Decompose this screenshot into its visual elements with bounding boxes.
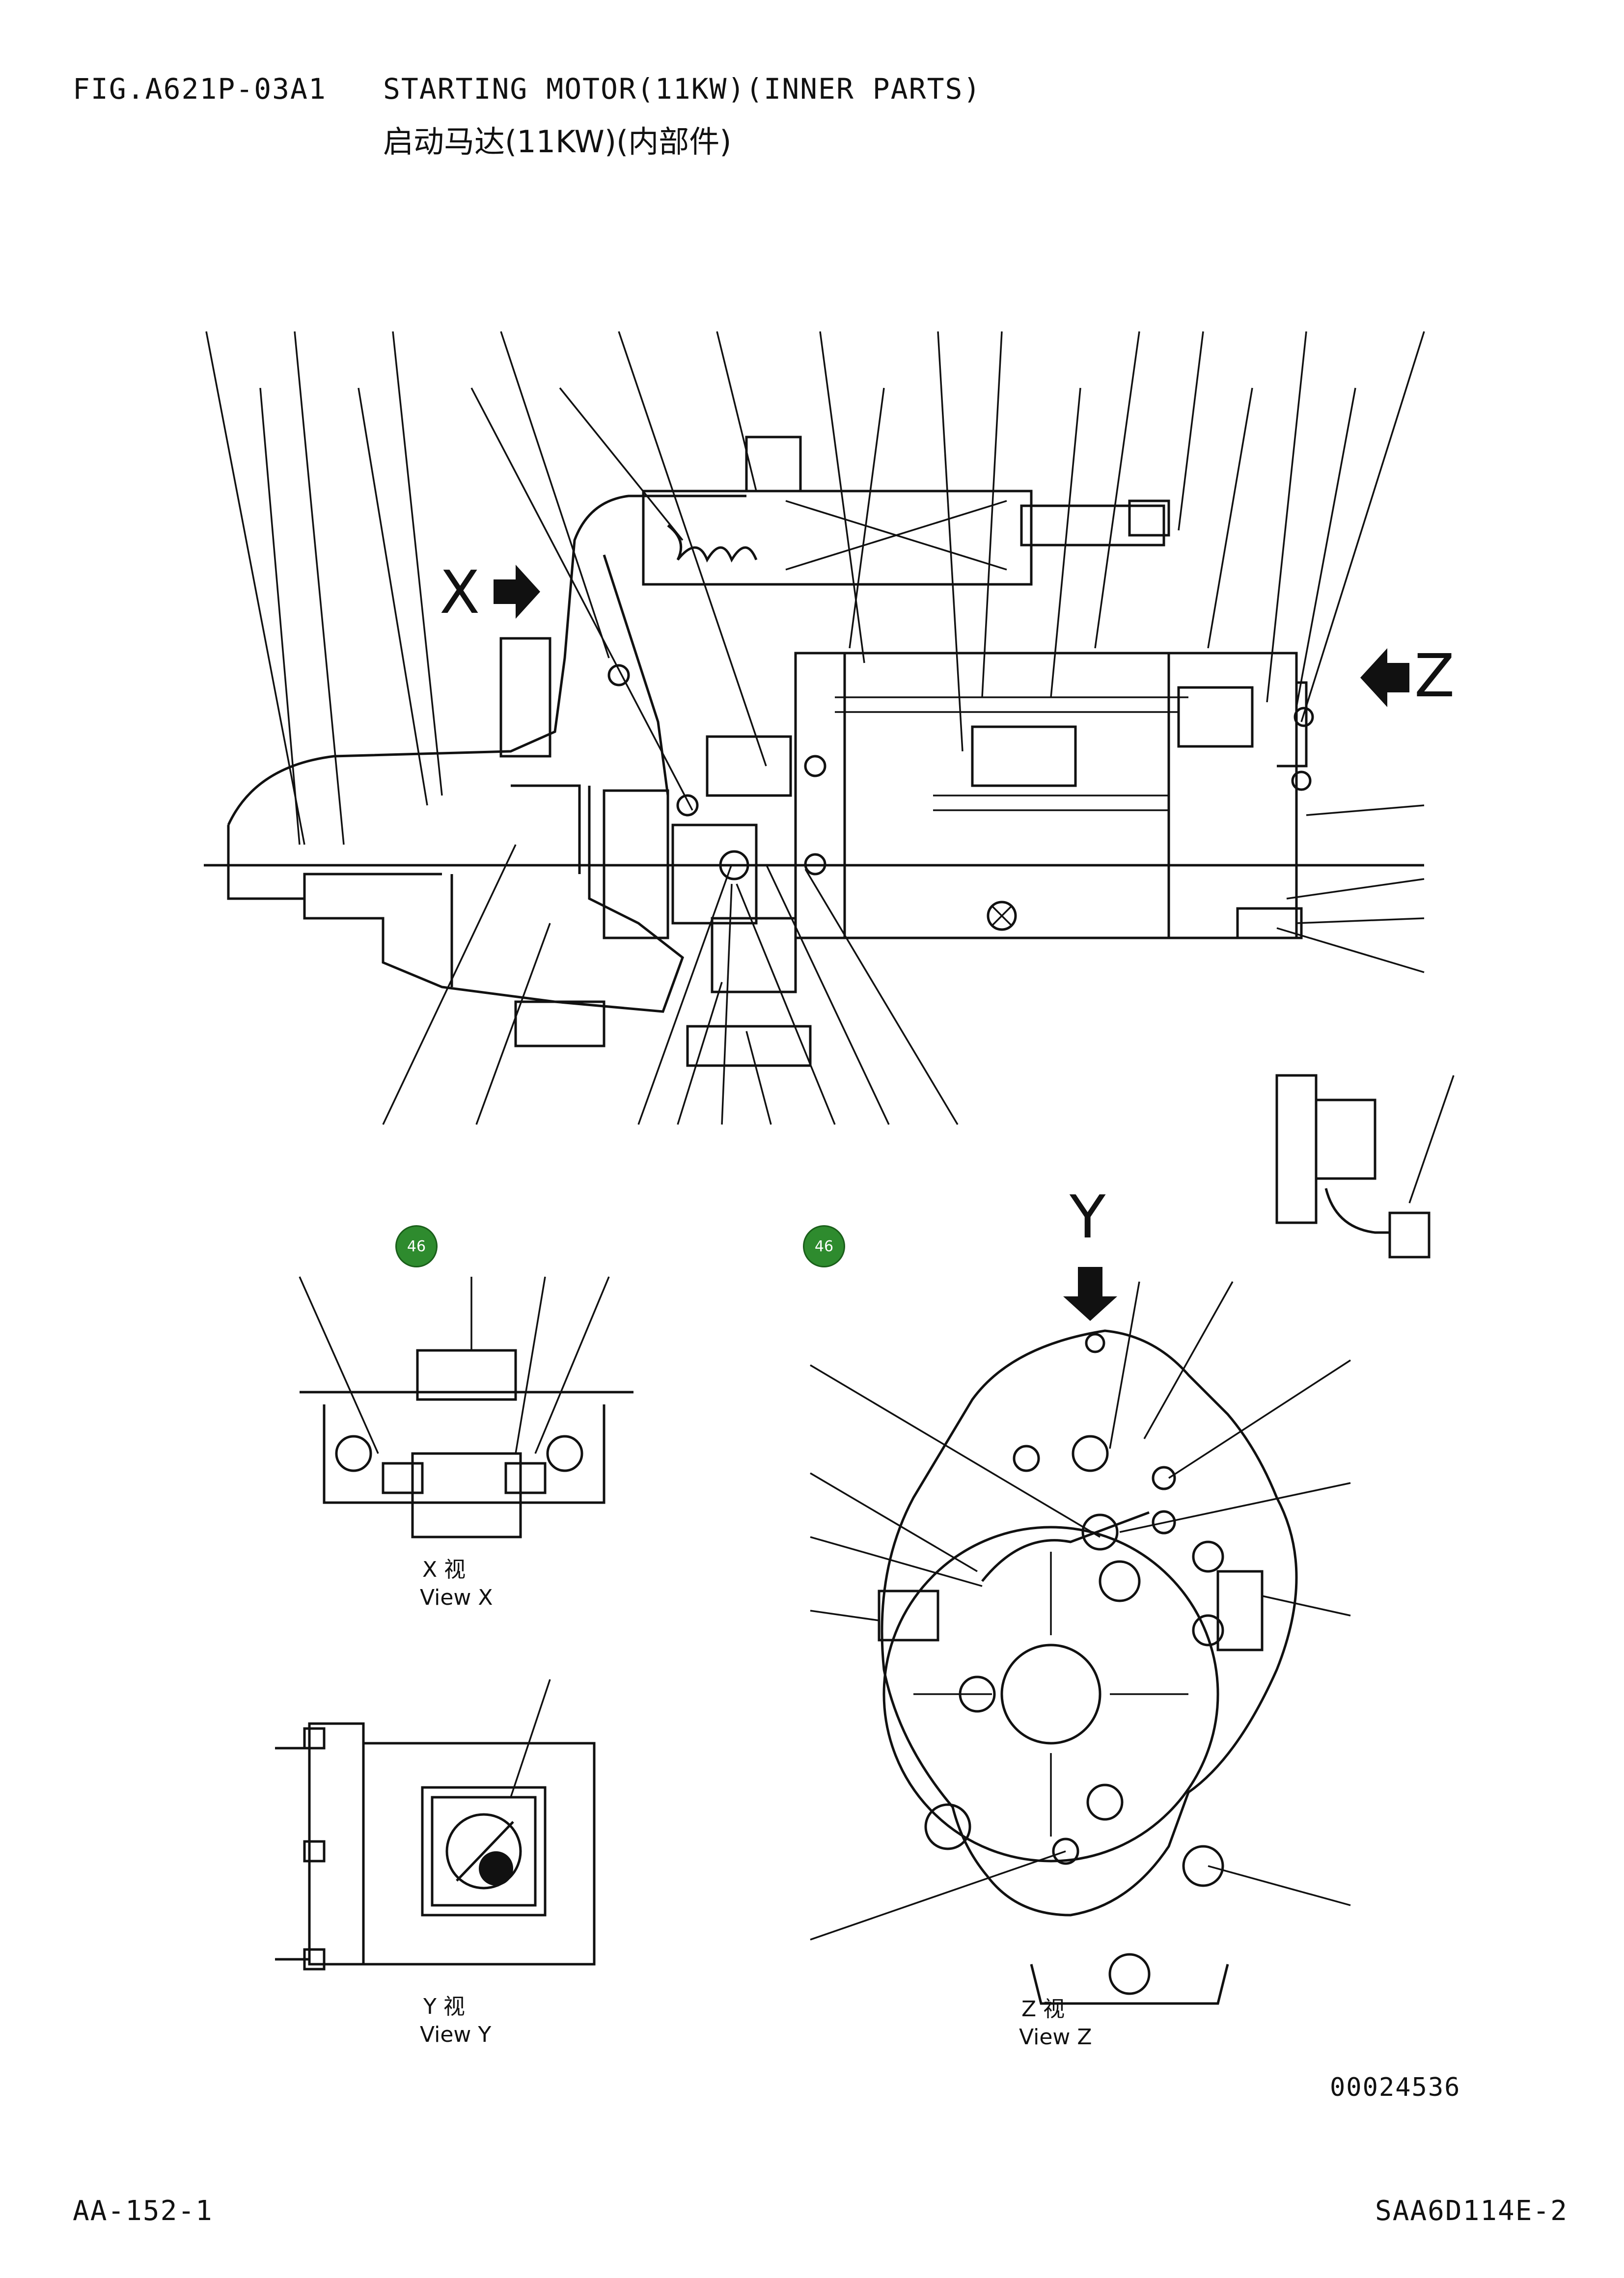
image-number: 00024536 bbox=[1330, 2073, 1461, 2102]
model-code: SAA6D114E-2 bbox=[1375, 2195, 1568, 2227]
view-x-letter: X bbox=[440, 559, 480, 627]
view-z-arrow bbox=[1360, 648, 1409, 707]
detail-inset bbox=[1275, 1074, 1455, 1259]
callout-badge-46-left[interactable]: 46 bbox=[395, 1225, 438, 1267]
view-z-label-cn: Z 视 bbox=[1021, 1997, 1065, 2022]
figure-code: FIG.A621P-03A1 bbox=[73, 72, 327, 106]
main-section-view bbox=[204, 331, 1425, 1125]
callout-badge-46-right[interactable]: 46 bbox=[803, 1225, 845, 1267]
view-y-label-en: View Y bbox=[420, 2022, 492, 2047]
view-z-letter: Z bbox=[1414, 642, 1455, 711]
view-x-label-cn: X 视 bbox=[422, 1557, 466, 1582]
view-z-drawing bbox=[810, 1267, 1351, 2005]
view-x-arrow bbox=[494, 565, 540, 619]
page-code: AA-152-1 bbox=[73, 2195, 213, 2227]
view-y-drawing bbox=[275, 1679, 596, 1971]
view-y-label-cn: Y 视 bbox=[423, 1994, 465, 2019]
figure-title-en: STARTING MOTOR(11KW)(INNER PARTS) bbox=[383, 72, 982, 106]
view-z-label-en: View Z bbox=[1019, 2025, 1092, 2050]
view-x-label-en: View X bbox=[420, 1585, 493, 1610]
view-x-drawing bbox=[299, 1276, 633, 1538]
view-y-arrow bbox=[1063, 1267, 1117, 1321]
view-y-letter: Y bbox=[1070, 1183, 1106, 1252]
figure-title-cn: 启动马达(11KW)(内部件) bbox=[383, 124, 732, 160]
